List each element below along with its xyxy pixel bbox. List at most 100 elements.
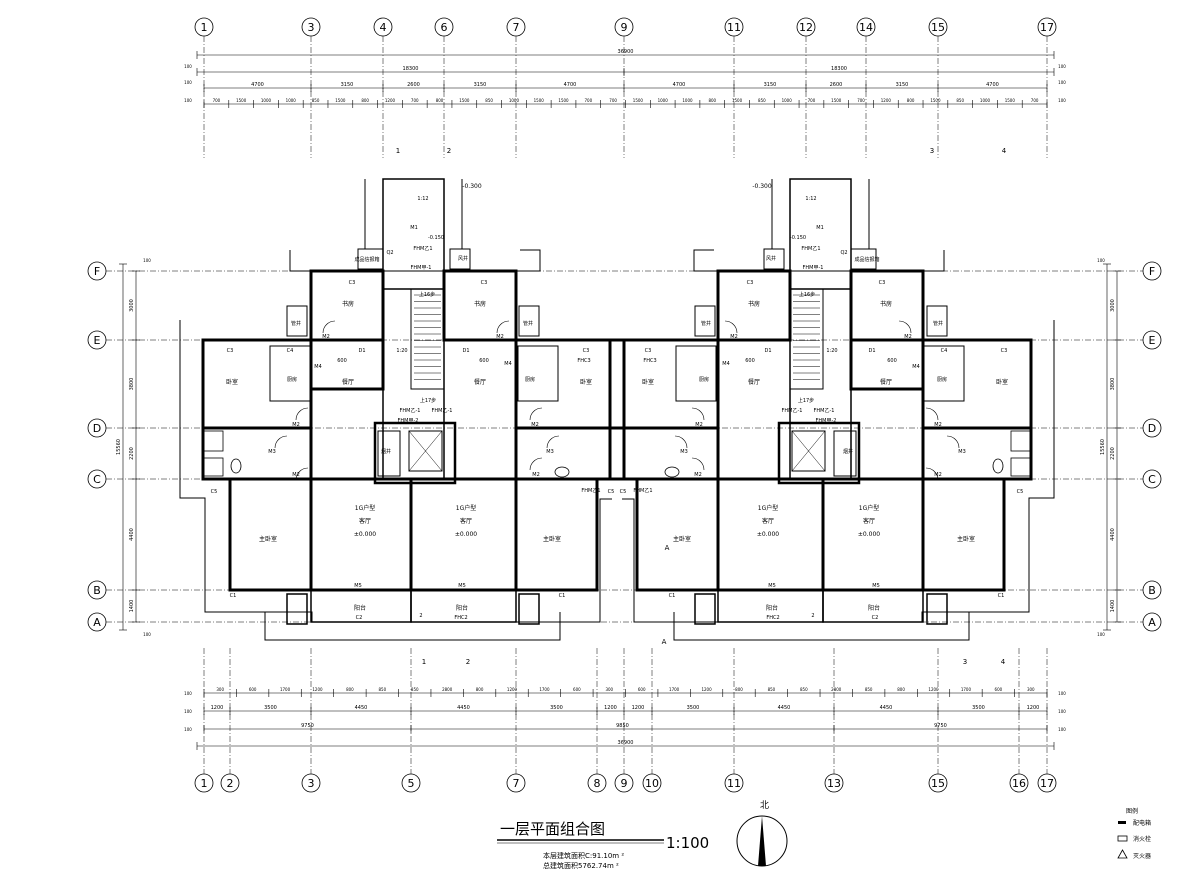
axis-bubble-bottom (194, 773, 214, 793)
dim-top-row3-text: 850 (485, 98, 493, 103)
axis-label-right: C (1148, 473, 1156, 486)
dim-top-row2-text: 2600 (830, 82, 843, 88)
tag-c3: C3 (747, 280, 754, 286)
axis-bubble-top (614, 17, 634, 37)
dim-edge: 100 (184, 709, 192, 714)
axis-bubble-top (724, 17, 744, 37)
dim-bottom-row0-text: 600 (638, 687, 646, 692)
tag-2: 2 (811, 613, 814, 619)
dim-bottom-total-text: 36900 (618, 740, 634, 746)
dim-bottom-row1-text: 3500 (687, 705, 700, 711)
dim-top-row3-text: 1500 (459, 98, 470, 103)
dim-bottom-row1-text: 1200 (1027, 705, 1040, 711)
dim-bottom-row1-text: 4450 (355, 705, 368, 711)
legend-title: 图例 (1126, 807, 1138, 815)
area-note-1: 本层建筑面积C:91.10m ² (543, 851, 624, 860)
dim-bottom-row0-text: 1200 (312, 687, 323, 692)
dim-bottom-row0-text: 1200 (928, 687, 939, 692)
axis-bubble-top (506, 17, 526, 37)
dim-top-row3-text: 1200 (385, 98, 396, 103)
dim-bottom-row0-text: 300 (605, 687, 613, 692)
kitchen-wall (269, 345, 311, 402)
axis-bubble-left (87, 261, 107, 281)
stair-up-16: 上16步 (419, 291, 435, 298)
section-mark: A (662, 638, 667, 646)
dim-top-row2-text: 2600 (407, 82, 420, 88)
axis-bubble-bottom (928, 773, 948, 793)
door-swing (898, 320, 912, 334)
dim-edge: 100 (1058, 709, 1066, 714)
tag-c3: C3 (1001, 348, 1008, 354)
room-mailbox: 成品信报箱 (854, 256, 879, 263)
tag-c1: C1 (998, 593, 1005, 599)
room-shaft2: 风井 (458, 255, 468, 262)
dim-top-row3-text: 1500 (335, 98, 346, 103)
dim-top-row3-text: 1500 (633, 98, 644, 103)
dim-bottom-row1-text: 4450 (457, 705, 470, 711)
room-unit-type: 1G户型 (859, 504, 879, 512)
dim-top-row3-text: 1500 (930, 98, 941, 103)
dim-bottom-row0-text: 1200 (507, 687, 518, 692)
legend-item-3: 灭火器 (1133, 853, 1151, 860)
axis-bubble-bottom (587, 773, 607, 793)
tag-d1: D1 (868, 348, 875, 354)
dim-top-row3-text: 1500 (236, 98, 247, 103)
axis-label-bottom: 16 (1012, 777, 1026, 790)
dim-bottom-row0-text: 850 (865, 687, 873, 692)
dim-top-row2-text: 4700 (986, 82, 999, 88)
axis-label-right: D (1148, 422, 1156, 435)
dim-top-halves-text: 18300 (831, 66, 847, 72)
dim-top-row3-text: 700 (584, 98, 592, 103)
master-bedroom-wall-2 (514, 477, 599, 592)
dim-edge: 100 (184, 727, 192, 732)
room-balcony: 阳台 (456, 604, 468, 612)
door-swing (295, 407, 309, 421)
pipe-shaft-2 (518, 305, 540, 337)
dim-edge: 100 (1058, 80, 1066, 85)
kitchen-wall (923, 345, 965, 402)
dim-top-total-text: 36900 (618, 49, 634, 55)
room-shaft: 管井 (701, 320, 711, 327)
room-balcony: 阳台 (766, 604, 778, 612)
tag-m1: M1 (816, 225, 824, 231)
tag-600: 600 (337, 358, 347, 364)
room-dining: 餐厅 (342, 378, 354, 386)
dim-bottom-row0-text: 800 (476, 687, 484, 692)
tag-c1: C1 (669, 593, 676, 599)
tag-2: 2 (419, 613, 422, 619)
room-study: 书房 (474, 300, 486, 308)
section-mark: 1 (396, 147, 400, 155)
door-swing (946, 435, 960, 449)
dining-wall-2 (717, 339, 791, 480)
axis-label-left: D (93, 422, 101, 435)
dim-bottom-row0-text: 300 (1027, 687, 1035, 692)
axis-bubble-bottom (614, 773, 634, 793)
room-master-bedroom: 主卧室 (673, 535, 691, 543)
dining-wall (850, 339, 924, 480)
dim-bottom-row0-text: 1700 (961, 687, 972, 692)
door-swing (529, 457, 543, 471)
room-bedroom: 卧室 (642, 378, 654, 386)
section-mark: 4 (1002, 147, 1007, 155)
tag-c2: C2 (356, 615, 363, 621)
dim-bottom-row0-text: 1700 (280, 687, 291, 692)
dim-top-row2-text: 4700 (673, 82, 686, 88)
axis-label-bottom: 7 (513, 777, 520, 790)
room-study: 书房 (748, 300, 760, 308)
fixture (1010, 457, 1032, 477)
room-living: 客厅 (359, 517, 371, 525)
room-kitchen: 厨房 (937, 376, 947, 383)
dim-bottom-row1-text: 3500 (972, 705, 985, 711)
room-unit-type: 1G户型 (758, 504, 778, 512)
dim-top-row3-text: 700 (808, 98, 816, 103)
toilet (554, 466, 570, 478)
outer-line (179, 320, 612, 623)
axis-bubble-bottom (1009, 773, 1029, 793)
north-label: 北 (760, 800, 769, 811)
axis-bubble-left (87, 330, 107, 350)
dim-bottom-row1-text: 1200 (211, 705, 224, 711)
axis-label-top: 7 (513, 21, 520, 34)
slope-label: 1:20 (396, 348, 407, 354)
dim-edge: 100 (1058, 98, 1066, 103)
tag-fhc2: FHC2 (454, 615, 467, 621)
